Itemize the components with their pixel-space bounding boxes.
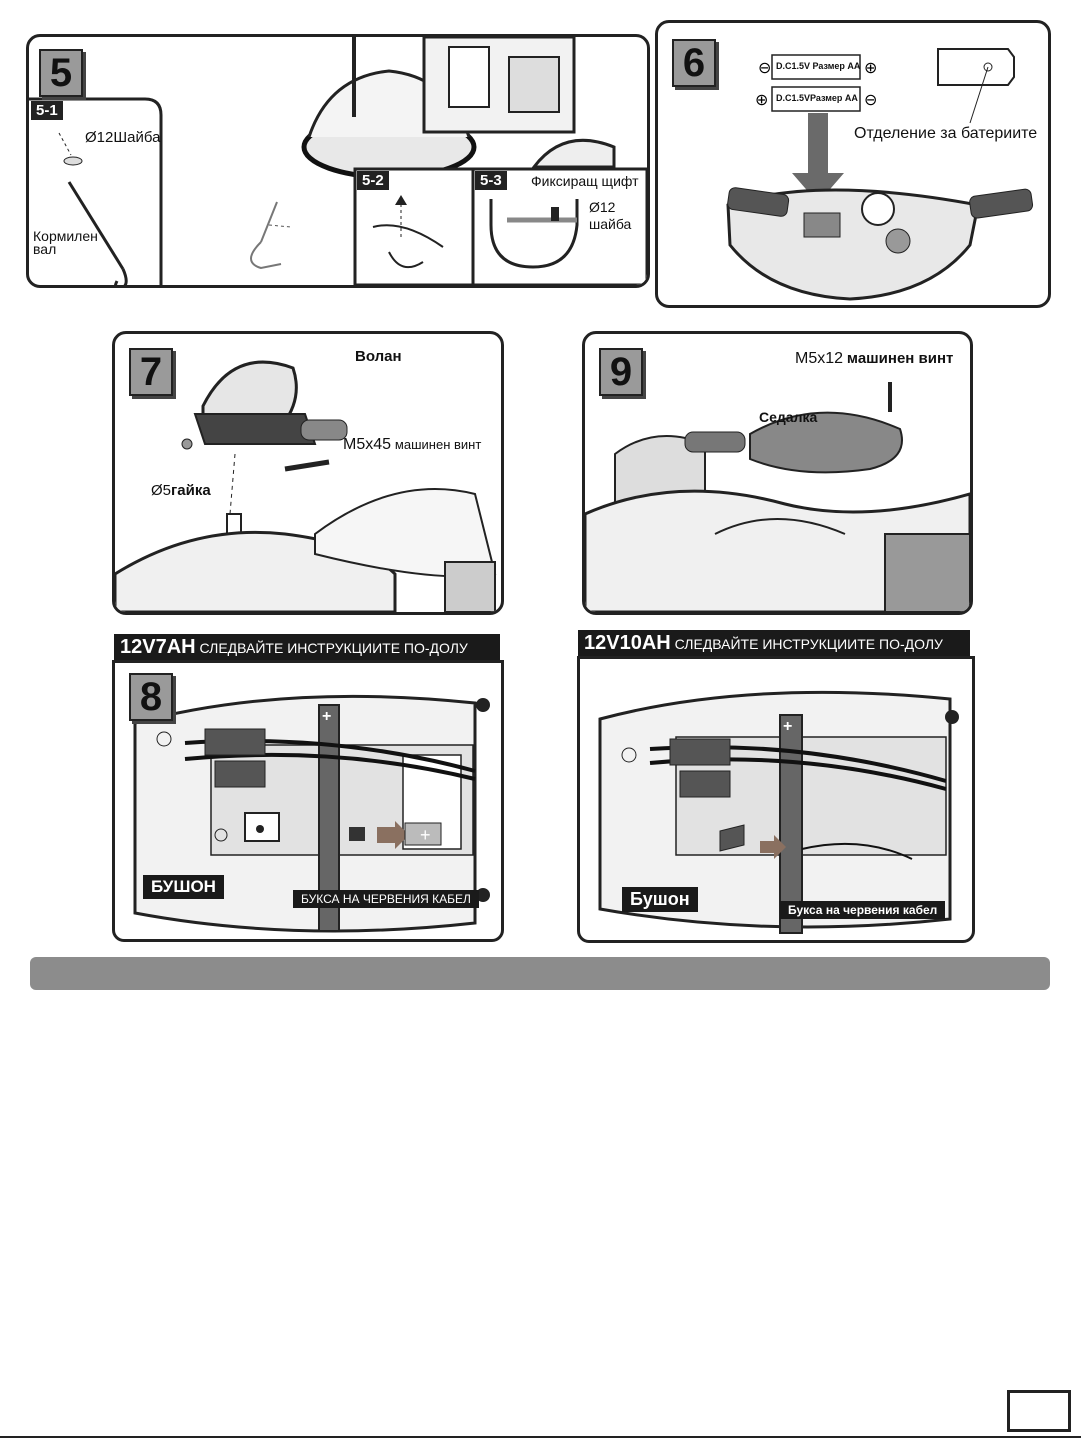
svg-text:⊕: ⊕ xyxy=(864,58,877,77)
svg-text:+: + xyxy=(322,708,331,725)
svg-text:+: + xyxy=(783,718,792,735)
section-divider-bar xyxy=(30,957,1050,990)
step5-3-label: 5-3 xyxy=(475,171,507,190)
step9-number: 9 xyxy=(599,348,643,396)
red-cable-socket-label-10ah: Букса на червения кабел xyxy=(780,901,946,919)
screw-m5x12-label: M5x12 машинен винт xyxy=(795,350,954,367)
svg-text:⊖: ⊖ xyxy=(864,90,877,109)
svg-text:+: + xyxy=(420,825,431,845)
step9-panel: 9 M5x12 машинен винт Седалка xyxy=(582,331,973,615)
battery2-label: D.C1.5VРазмер AA xyxy=(776,93,858,103)
steering-wheel-label: Волан xyxy=(355,348,402,365)
step8a-panel: + + 8 БУШОН БУКСА НА ЧЕРВЕНИЯ КАБЕЛ xyxy=(112,660,504,942)
step5-number: 5 xyxy=(39,49,83,97)
step6-illustration: ⊖ ⊕ ⊕ ⊖ xyxy=(726,48,1034,301)
step8-number: 8 xyxy=(129,673,173,721)
step5-illustration xyxy=(29,37,647,285)
step6-panel: ⊖ ⊕ ⊕ ⊖ 6 D.C1.5V Размер AA D.C1.5VРазме… xyxy=(655,20,1051,308)
step7-illustration xyxy=(115,360,497,612)
step9-illustration xyxy=(585,382,970,612)
step5-1-label: 5-1 xyxy=(31,101,63,120)
svg-text:⊕: ⊕ xyxy=(755,90,768,109)
fixing-pin-label: Фиксиращ щифт xyxy=(531,173,639,189)
red-cable-socket-label-7ah: БУКСА НА ЧЕРВЕНИЯ КАБЕЛ xyxy=(293,890,479,908)
battery1-label: D.C1.5V Размер AA xyxy=(776,61,861,71)
step8b-header: 12V10AH СЛЕДВАЙТЕ ИНСТРУКЦИИТЕ ПО-ДОЛУ xyxy=(578,630,970,656)
nut-label: Ø5гайка xyxy=(151,482,211,499)
step7-panel: 7 Волан M5x45 машинен винт Ø5гайка xyxy=(112,331,504,615)
fuse-label-10ah: Бушон xyxy=(622,887,698,912)
step5-2-label: 5-2 xyxy=(357,171,389,190)
battery-compartment-label: Отделение за батериите xyxy=(854,125,1038,142)
fuse-label-7ah: БУШОН xyxy=(143,875,224,899)
step8b-panel: + Бушон Букса на червения кабел xyxy=(577,656,975,943)
step8a-header: 12V7AH СЛЕДВАЙТЕ ИНСТРУКЦИИТЕ ПО-ДОЛУ xyxy=(114,634,500,660)
svg-text:⊖: ⊖ xyxy=(758,58,771,77)
seat-label: Седалка xyxy=(759,409,818,425)
step7-number: 7 xyxy=(129,348,173,396)
bottom-rule xyxy=(0,1436,1081,1438)
step8a-illustration: + + xyxy=(133,694,490,933)
page-number-box xyxy=(1007,1390,1071,1432)
screw-m5x45-label: M5x45 машинен винт xyxy=(343,436,482,453)
step8b-illustration: + xyxy=(598,690,959,934)
washer-label: Ø12Шайба xyxy=(85,129,161,146)
step6-number: 6 xyxy=(672,39,716,87)
